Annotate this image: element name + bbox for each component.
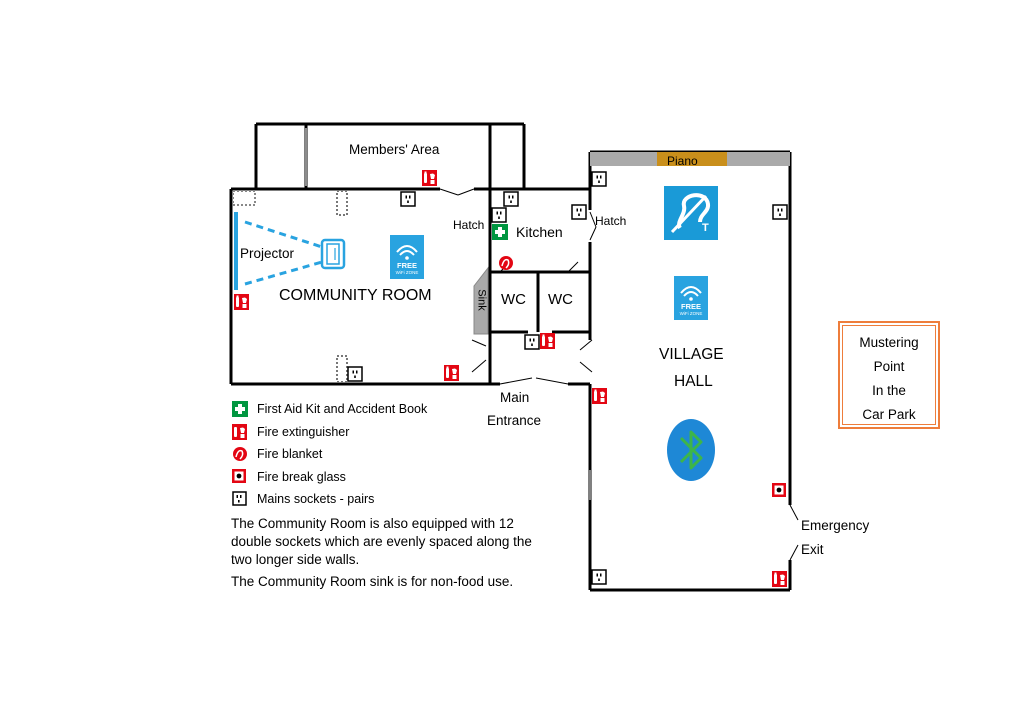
kitchen-walls — [490, 189, 592, 334]
emergency-exit-label-1: Emergency — [801, 518, 870, 533]
wc-label-2: WC — [548, 291, 573, 308]
legend-label: Fire break glass — [257, 469, 346, 484]
piano-label: Piano — [667, 154, 698, 168]
hearing-loop-icon — [664, 186, 718, 240]
fire-extinguisher-icon — [232, 423, 248, 440]
first-aid-icon — [232, 401, 248, 418]
wifi-badge-village — [674, 276, 708, 320]
bluetooth-icon — [667, 419, 715, 481]
sink-label: Sink — [475, 289, 488, 311]
fire-break-glass-icons — [772, 483, 786, 497]
projector-beam — [244, 220, 323, 286]
note-sink: The Community Room sink is for non-food … — [231, 574, 514, 589]
main-entrance-label-1: Main — [500, 390, 530, 405]
wifi-badge-subtext-2: WiFi ZONE — [679, 311, 703, 316]
legend-label: First Aid Kit and Accident Book — [257, 402, 428, 417]
legend-item: First Aid Kit and Accident Book — [232, 398, 427, 421]
community-room-label: COMMUNITY ROOM — [279, 287, 432, 304]
legend-item: Fire break glass — [232, 466, 427, 489]
wc-label-1: WC — [501, 291, 526, 308]
main-entrance-label-2: Entrance — [487, 413, 542, 428]
legend-item: Fire extinguisher — [232, 421, 427, 444]
wifi-badge-text-2: FREE — [680, 302, 701, 311]
hatch-label-left: Hatch — [453, 218, 485, 232]
projector-label: Projector — [240, 246, 295, 261]
emergency-exit-doors — [789, 504, 799, 561]
community-room-walls — [229, 187, 590, 386]
legend-label: Fire extinguisher — [257, 424, 350, 439]
main-entrance-doors — [489, 372, 569, 385]
members-area-label: Members' Area — [349, 142, 440, 157]
legend: First Aid Kit and Accident Book Fire ext… — [232, 398, 427, 511]
legend-item: Mains sockets - pairs — [232, 488, 427, 511]
wifi-badge-text-1: FREE — [396, 261, 417, 270]
legend-item: Fire blanket — [232, 443, 427, 466]
fire-blanket-icon — [499, 256, 513, 270]
muster-line-2: Point — [873, 359, 905, 374]
village-hall-label-1: VILLAGE — [659, 346, 724, 363]
sink — [473, 266, 489, 335]
projector-icon — [320, 238, 346, 270]
piano — [657, 152, 727, 166]
kitchen-label: Kitchen — [516, 224, 563, 240]
emergency-exit-label-2: Exit — [801, 542, 824, 557]
socket-icon — [232, 491, 248, 507]
first-aid-icon — [492, 224, 508, 240]
mustering-point-box: Mustering Point In the Car Park — [838, 321, 940, 429]
fire-blanket-icon — [232, 446, 248, 462]
note-sockets: The Community Room is also equipped with… — [231, 516, 532, 567]
wifi-badge-community — [390, 235, 424, 279]
muster-line-1: Mustering — [859, 335, 919, 350]
muster-line-3: In the — [872, 383, 906, 398]
village-hall-label-2: HALL — [674, 373, 713, 390]
fire-break-glass-icon — [232, 468, 248, 485]
legend-label: Fire blanket — [257, 447, 323, 462]
muster-line-4: Car Park — [862, 407, 916, 422]
hatch-label-right: Hatch — [595, 214, 627, 228]
legend-label: Mains sockets - pairs — [257, 492, 375, 507]
hearing-loop-letter: T — [702, 222, 709, 234]
wifi-badge-subtext-1: WiFi ZONE — [395, 270, 419, 275]
